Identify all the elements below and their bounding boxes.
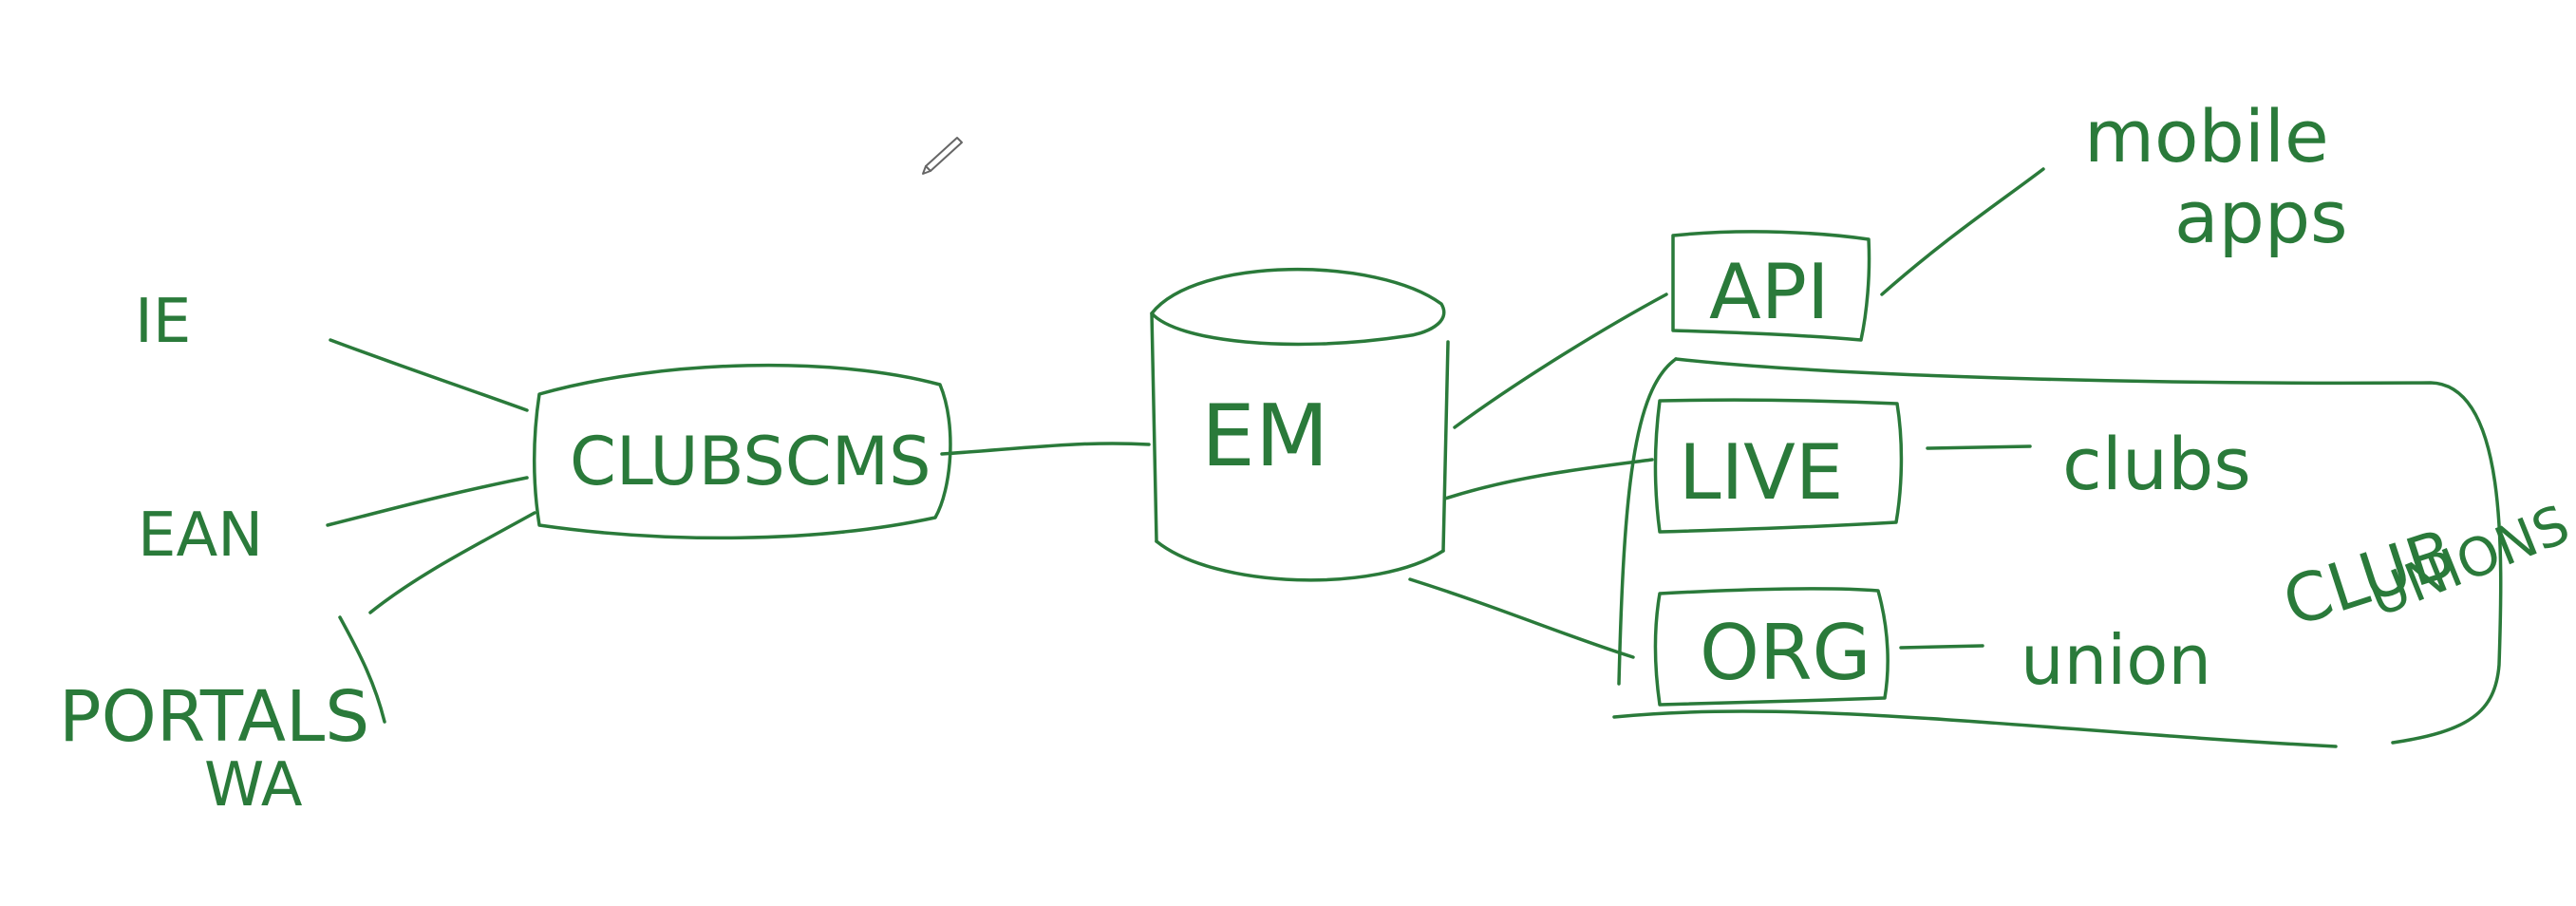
pencil-cursor-icon [922,137,963,175]
api-label: API [1709,248,1830,336]
label-ie: IE [135,287,191,357]
clubscms-node: CLUBSCMS [533,363,952,540]
connector-ie-clubscms [329,338,529,412]
label-wa: WA [204,750,303,821]
api-node: API [1671,230,1871,342]
org-label: ORG [1700,609,1871,697]
connector-api-mobile [1880,167,2045,296]
connector-clubscms-db [940,442,1151,456]
connector-portals-clubscms [368,511,536,614]
label-clubs: clubs [2062,422,2251,506]
em-database: EM [1150,267,1450,582]
connector-db-live [1443,458,1654,500]
label-union: union [2021,620,2211,700]
connector-db-org [1408,577,1635,659]
connector-org-union [1899,644,1984,650]
em-label: EM [1201,387,1329,486]
label-ean: EAN [138,500,263,571]
label-portals: PORTALS [59,676,369,758]
live-node: LIVE [1653,398,1904,534]
clubscms-label: CLUBSCMS [570,423,931,500]
label-mobile: mobile [2084,94,2329,179]
live-label: LIVE [1679,428,1843,517]
connector-ean-clubscms [326,476,529,527]
group-label-unions: UNIONS [2360,494,2576,630]
label-apps: apps [2174,175,2348,259]
org-node: ORG [1653,587,1890,707]
portals-bracket [338,615,386,724]
connector-db-api [1453,293,1668,429]
connector-live-clubs [1926,444,2032,450]
